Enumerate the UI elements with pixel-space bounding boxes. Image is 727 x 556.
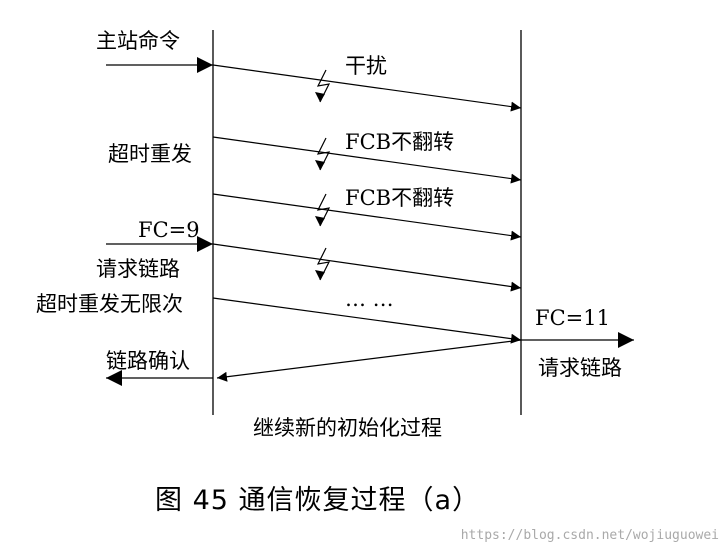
label-link-confirm: 链路确认 <box>106 349 190 373</box>
label-master-command: 主站命令 <box>96 29 180 53</box>
label-timeout-resend-unlimited: 超时重发无限次 <box>36 292 183 316</box>
lightning-icon <box>315 69 331 103</box>
message-arrow-2 <box>212 136 522 184</box>
message-arrow-1 <box>212 64 522 112</box>
lightning-icon <box>315 247 331 281</box>
watermark-url: https://blog.csdn.net/wojiuguowei <box>460 528 719 543</box>
message-arrow-3 <box>212 193 522 241</box>
message-arrow-4 <box>212 243 522 292</box>
lightning-icon <box>315 193 331 227</box>
label-ellipsis: … … <box>345 287 394 311</box>
label-fcb-not-flipped-1: FCB不翻转 <box>345 130 455 154</box>
label-continue-init: 继续新的初始化过程 <box>253 416 442 440</box>
label-request-link-left: 请求链路 <box>96 257 180 281</box>
figure-caption: 图 45 通信恢复过程（a） <box>155 485 481 516</box>
message-arrow-reply <box>216 339 522 382</box>
label-request-link-right: 请求链路 <box>538 356 622 380</box>
label-fc9: FC=9 <box>138 218 200 242</box>
label-fc11: FC=11 <box>535 306 610 330</box>
message-arrow-5 <box>212 297 522 344</box>
lightning-icon <box>315 137 331 171</box>
label-fcb-not-flipped-2: FCB不翻转 <box>345 186 455 210</box>
label-interference: 干扰 <box>345 54 387 78</box>
label-timeout-resend: 超时重发 <box>108 142 192 166</box>
